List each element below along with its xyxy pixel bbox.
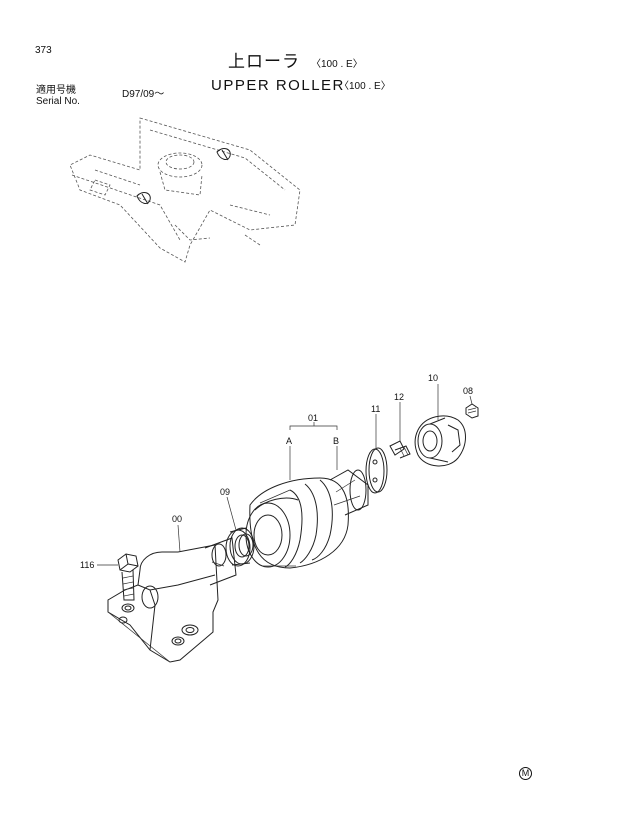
cover-part-10 bbox=[414, 415, 466, 467]
callout-label-116: 116 bbox=[80, 560, 94, 570]
bolt-part-116 bbox=[117, 553, 139, 601]
shaft-part-01b bbox=[329, 469, 369, 516]
callout-label-01-a: A bbox=[286, 436, 292, 446]
title-japanese-suffix: 〈100 . E〉 bbox=[311, 59, 363, 70]
title-japanese: 上ローラ bbox=[228, 52, 300, 71]
callout-label-00: 00 bbox=[172, 514, 182, 524]
serial-label-japanese: 適用号機 bbox=[36, 85, 76, 96]
title-english-suffix: 〈100 . E〉 bbox=[339, 81, 391, 92]
callout-label-11: 11 bbox=[371, 404, 380, 414]
seal-part-09 bbox=[225, 527, 255, 567]
callout-leaders bbox=[97, 384, 473, 566]
manufacturer-mark: M bbox=[519, 767, 532, 780]
callout-label-12: 12 bbox=[394, 392, 404, 402]
plug-part-12 bbox=[389, 440, 411, 459]
title-english: UPPER ROLLER bbox=[211, 77, 345, 94]
callout-label-01: 01 bbox=[308, 413, 318, 423]
bracket-part-00 bbox=[107, 537, 237, 663]
serial-value: D97/09～ bbox=[122, 89, 165, 100]
callout-label-01-b: B bbox=[333, 436, 339, 446]
callout-label-09: 09 bbox=[220, 487, 230, 497]
roller-part-01 bbox=[245, 477, 349, 569]
callout-label-08: 08 bbox=[463, 386, 473, 396]
page-number: 373 bbox=[35, 45, 52, 56]
track-frame-locator bbox=[69, 117, 301, 263]
callout-label-10: 10 bbox=[428, 373, 438, 383]
serial-label-english: Serial No. bbox=[36, 96, 80, 107]
thrust-washer-part-11 bbox=[365, 447, 388, 494]
screw-part-08 bbox=[465, 403, 479, 419]
